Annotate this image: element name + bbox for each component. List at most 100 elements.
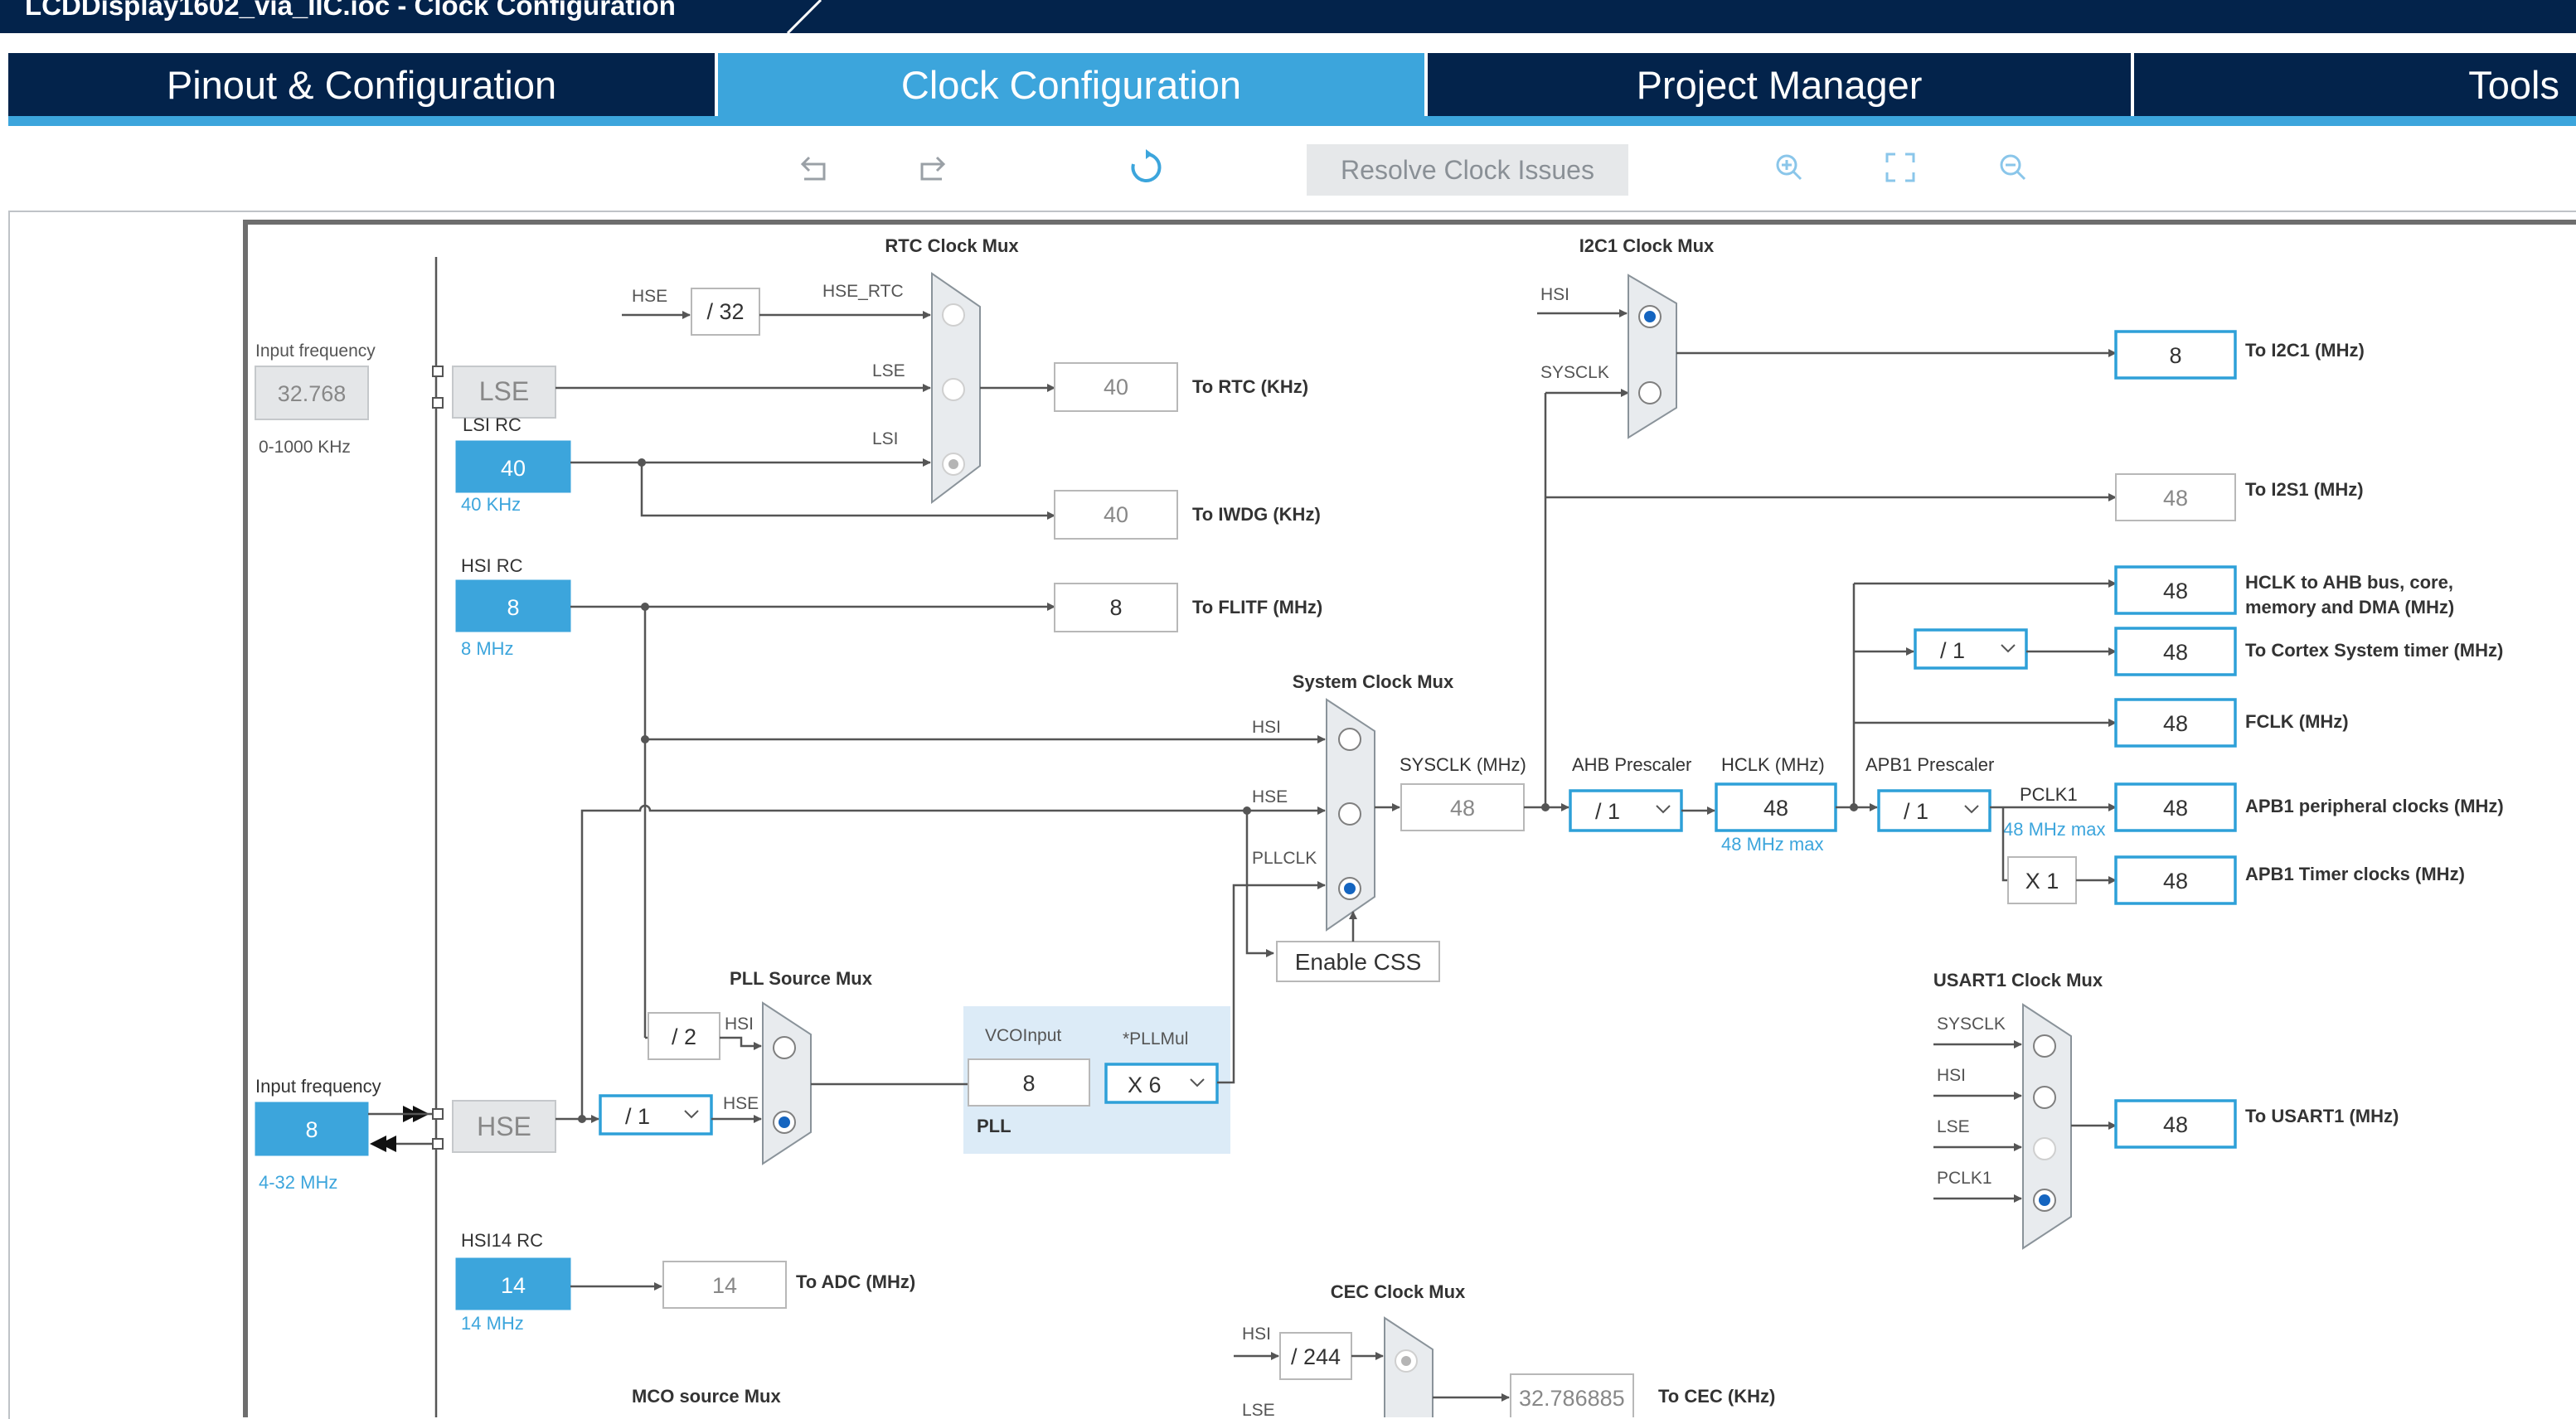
usart1-output-field (2114, 1099, 2237, 1149)
sysmux-radio-hsi[interactable] (1338, 728, 1361, 751)
pll-mul-label: *PLLMul (1123, 1029, 1188, 1049)
usart1-clock-mux (2022, 1003, 2072, 1250)
pll-vco-input-label: VCOInput (985, 1026, 1061, 1045)
apb1-max-label: 48 MHz max (2003, 819, 2105, 840)
rtc-mux-title: RTC Clock Mux (885, 235, 1019, 256)
apb1-to-timer-mul-line (2001, 807, 2008, 882)
rtc-output-field (1054, 362, 1178, 412)
hsi-rc-block[interactable] (455, 579, 571, 632)
zoom-in-icon[interactable] (1766, 144, 1812, 191)
ahb-output-label-line2: memory and DMA (MHz) (2245, 597, 2454, 617)
hsi-rc-label: HSI RC (461, 555, 523, 576)
rtc-mux-hse-rtc-label: HSE_RTC (822, 282, 904, 301)
zoom-out-icon[interactable] (1990, 144, 2036, 191)
i2c1-output-label: To I2C1 (MHz) (2245, 340, 2365, 361)
pclk1-label: PCLK1 (2020, 784, 2078, 805)
i2c1-mux-radio-sysclk[interactable] (1638, 381, 1662, 404)
hsi14-rc-freq: 14 MHz (461, 1313, 524, 1334)
cec-output-label: To CEC (KHz) (1658, 1386, 1775, 1407)
pll-mux-radio-hsi[interactable] (773, 1036, 796, 1059)
chevron-down-icon (1190, 1078, 1205, 1087)
adc-output-value: 14 (712, 1273, 737, 1298)
fit-screen-icon[interactable] (1877, 144, 1924, 191)
hse-to-css-line (1245, 811, 1274, 957)
apb1-prescaler-label: APB1 Prescaler (1865, 754, 1994, 775)
resolve-clock-issues-button[interactable]: Resolve Clock Issues (1307, 144, 1628, 196)
title-slant-decoration (786, 0, 822, 33)
hclk-input[interactable] (1715, 782, 1837, 832)
rtc-div32-field (691, 288, 760, 336)
undo-icon[interactable] (794, 144, 841, 191)
lsi-rc-block[interactable] (455, 440, 571, 493)
hsi-rc-value: 8 (507, 595, 519, 620)
i2c1-mux-radio-hsi-dot (1644, 311, 1656, 322)
lse-range-label: 0-1000 KHz (259, 438, 351, 457)
rtc-mux-lse-label: LSE (872, 361, 905, 380)
cec-mux-title: CEC Clock Mux (1331, 1281, 1466, 1302)
pll-source-mux-title: PLL Source Mux (730, 968, 873, 989)
fclk-output-label: FCLK (MHz) (2245, 711, 2349, 732)
usart1-mux-radio-sysclk[interactable] (2033, 1034, 2056, 1058)
fclk-output-field (2114, 698, 2237, 748)
lse-input-frequency-label: Input frequency (255, 341, 376, 361)
diagram-border (243, 220, 2576, 1417)
hsi14-rc-block[interactable] (455, 1257, 571, 1310)
lse-input-frequency-value: 32.768 (278, 381, 347, 406)
usart1-mux-radio-lse[interactable] (2033, 1137, 2056, 1160)
usart1-mux-hsi-label: HSI (1937, 1066, 1966, 1085)
ahb-output-value: 48 (2163, 579, 2188, 603)
hse-input-frequency-field[interactable] (255, 1102, 369, 1156)
sysmux-radio-pllclk-dot (1344, 883, 1356, 894)
hse-pin-in (432, 1138, 444, 1150)
enable-css-button[interactable] (1276, 941, 1440, 982)
iwdg-output-field (1054, 490, 1178, 540)
apb1-timer-output-label: APB1 Timer clocks (MHz) (2245, 864, 2465, 884)
hse-pin-in-arrows-icon (370, 1136, 396, 1152)
chevron-down-icon (1964, 805, 1979, 814)
tab-project-manager[interactable]: Project Manager (1428, 53, 2131, 116)
rtc-mux-radio-lse[interactable] (942, 378, 965, 401)
tab-pinout-configuration[interactable]: Pinout & Configuration (8, 53, 715, 116)
usart1-output-label: To USART1 (MHz) (2245, 1106, 2399, 1126)
cortex-timer-divider-select[interactable] (1914, 628, 2028, 670)
hse-oscillator-block[interactable] (452, 1100, 556, 1153)
tab-tools[interactable]: Tools (2134, 53, 2576, 116)
clock-tree-canvas: Input frequency 32.768 0-1000 KHz LSE LS… (8, 211, 2576, 1419)
redo-icon[interactable] (905, 144, 952, 191)
lsi-rc-label: LSI RC (463, 414, 522, 435)
junction-dot (578, 1115, 586, 1123)
sysmux-radio-hse[interactable] (1338, 802, 1361, 826)
lse-pin-in (432, 397, 444, 409)
cec-div244-value: / 244 (1291, 1344, 1341, 1369)
apb1-prescaler-select[interactable] (1877, 789, 1991, 832)
refresh-icon[interactable] (1123, 144, 1169, 191)
rtc-mux-hse-label: HSE (632, 287, 667, 306)
usart1-mux-radio-hsi[interactable] (2033, 1086, 2056, 1109)
pll-vco-input-field (968, 1058, 1090, 1107)
cec-output-value: 32.786885 (1519, 1386, 1625, 1411)
ahb-prescaler-label: AHB Prescaler (1572, 754, 1691, 775)
fclk-output-value: 48 (2163, 711, 2188, 736)
hse-pin-out (432, 1108, 444, 1120)
tab-clock-configuration[interactable]: Clock Configuration (718, 53, 1424, 116)
sysmux-hse-label: HSE (1252, 787, 1288, 806)
hsi14-rc-label: HSI14 RC (461, 1230, 543, 1251)
cec-mux-hsi-label: HSI (1242, 1325, 1271, 1344)
cortex-timer-divider-value: / 1 (1940, 638, 1965, 663)
i2c1-output-field (2114, 330, 2237, 380)
lsi-rc-value: 40 (501, 456, 526, 481)
sysmux-pllclk-label: PLLCLK (1252, 849, 1317, 868)
lse-input-frequency-field[interactable] (255, 366, 369, 420)
lsi-to-iwdg-line (640, 463, 1055, 520)
hse-input-frequency-value: 8 (305, 1117, 318, 1142)
lse-oscillator-block[interactable] (452, 366, 556, 419)
rtc-mux-radio-hse[interactable] (942, 303, 965, 327)
lse-pin-out (432, 366, 444, 377)
sysclk-label: SYSCLK (MHz) (1400, 754, 1526, 775)
ahb-prescaler-value: / 1 (1595, 799, 1620, 824)
hclk-label: HCLK (MHz) (1721, 754, 1825, 775)
pll-vco-input-value: 8 (1022, 1071, 1035, 1096)
pll-mux-hsi-label: HSI (725, 1015, 754, 1034)
chevron-down-icon (684, 1110, 699, 1119)
pll-mux-hse-label: HSE (723, 1094, 759, 1113)
